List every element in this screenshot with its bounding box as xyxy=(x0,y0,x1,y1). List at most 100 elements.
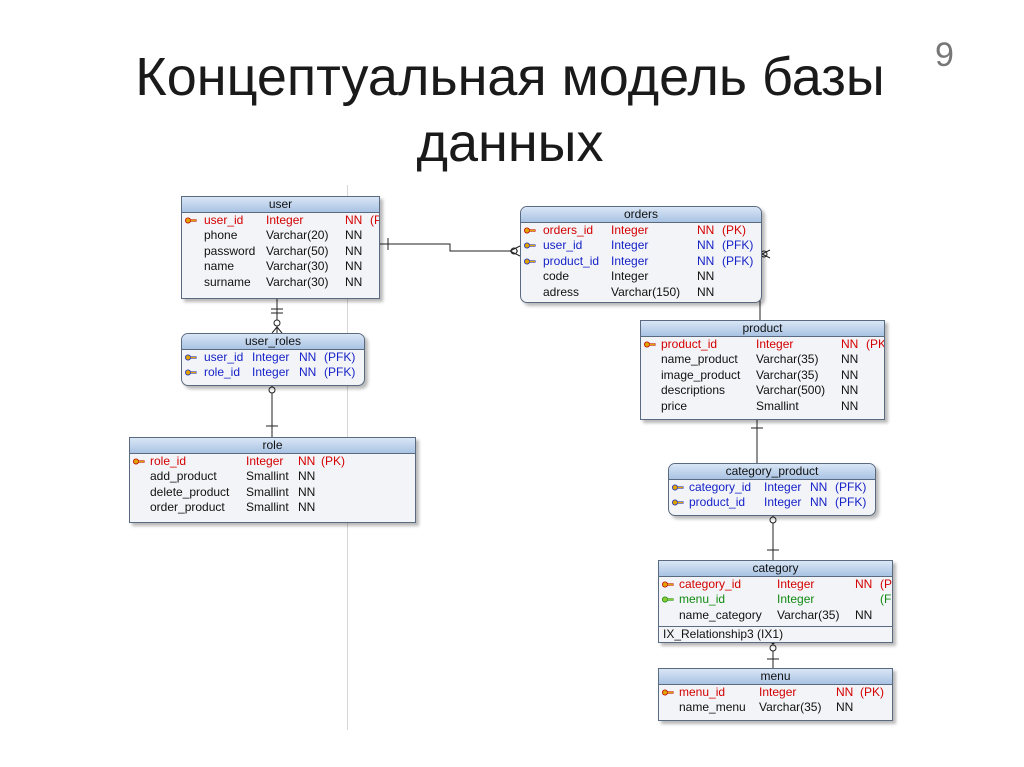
attribute-key: (PFK) xyxy=(324,365,356,380)
attribute-name: product_id xyxy=(661,337,718,351)
attribute-type: Integer xyxy=(764,480,802,494)
attribute-not-null: NN xyxy=(836,700,854,715)
attribute-name: name xyxy=(204,259,235,274)
index-row: IX_Relationship3 (IX1) xyxy=(663,627,784,642)
attribute-not-null: NN xyxy=(697,253,715,268)
key-icon xyxy=(644,337,656,348)
attribute-not-null: NN xyxy=(697,223,715,237)
entity-title: role xyxy=(130,438,415,454)
attribute-key: (PFK) xyxy=(324,350,356,364)
key-icon xyxy=(524,238,536,249)
slide-title: Концептуальная модель базы данных xyxy=(135,47,885,173)
attribute-name: product_id xyxy=(689,495,746,510)
attribute-not-null: NN xyxy=(298,484,316,499)
attribute-type: Varchar(50) xyxy=(266,243,329,258)
key-icon xyxy=(662,685,674,696)
attribute-not-null: NN xyxy=(299,350,317,364)
attribute-type: Varchar(35) xyxy=(756,352,819,367)
attribute-name: code xyxy=(543,269,570,284)
attribute-name: name_menu xyxy=(679,700,746,715)
attribute-key: (PK) xyxy=(880,577,892,591)
attribute-name: product_id xyxy=(543,253,600,268)
attribute-not-null: NN xyxy=(855,607,873,622)
entity-title: orders xyxy=(521,207,761,223)
attribute-row: add_product Smallint NN xyxy=(130,469,415,484)
attribute-type: Integer xyxy=(252,350,290,364)
attribute-not-null: NN xyxy=(841,398,859,413)
attribute-not-null: NN xyxy=(810,495,828,510)
attribute-not-null: NN xyxy=(841,383,859,398)
attribute-key: (PFK) xyxy=(722,238,754,253)
attribute-name: order_product xyxy=(150,500,225,515)
attribute-row: surname Varchar(30) NN xyxy=(182,275,379,290)
attribute-not-null: NN xyxy=(841,367,859,382)
attribute-type: Integer xyxy=(777,577,815,591)
attribute-not-null: NN xyxy=(345,274,363,289)
attribute-type: Smallint xyxy=(246,500,289,515)
attribute-name: delete_product xyxy=(150,484,230,499)
attribute-not-null: NN xyxy=(855,577,873,591)
attribute-type: Varchar(30) xyxy=(266,274,329,289)
attribute-name: role_id xyxy=(150,454,187,468)
attribute-name: descriptions xyxy=(661,383,726,398)
attribute-not-null: NN xyxy=(841,337,859,351)
attribute-not-null: NN xyxy=(298,469,316,484)
attribute-row: name_menu Varchar(35) NN xyxy=(659,700,892,715)
attribute-type: Varchar(35) xyxy=(759,700,822,715)
attribute-type: Smallint xyxy=(246,469,289,484)
relationship-user-orders xyxy=(378,243,518,252)
attribute-type: Varchar(35) xyxy=(756,367,819,382)
entity-title: user xyxy=(182,197,379,213)
attribute-name: menu_id xyxy=(679,592,726,607)
attribute-name: phone xyxy=(204,228,238,243)
entity-product[interactable]: product product_idIntegerNN(PK)name_prod… xyxy=(640,320,885,420)
attribute-type: Integer xyxy=(759,685,797,699)
entity-title: user_roles xyxy=(182,334,364,350)
attribute-key: (PFK) xyxy=(835,480,867,494)
attribute-key: (FK) xyxy=(880,592,892,607)
attribute-type: Integer xyxy=(246,454,284,468)
attribute-not-null: NN xyxy=(298,500,316,515)
attribute-type: Varchar(30) xyxy=(266,259,329,274)
entity-title: menu xyxy=(659,669,892,685)
key-icon xyxy=(672,495,684,506)
key-icon xyxy=(662,592,674,603)
entity-user[interactable]: user user_idIntegerNN(PK)phoneVarchar(20… xyxy=(181,196,380,299)
attribute-name: surname xyxy=(204,274,251,289)
attribute-not-null: NN xyxy=(299,365,317,380)
attribute-name: role_id xyxy=(204,365,241,380)
attribute-key: (PFK) xyxy=(835,495,867,510)
key-icon xyxy=(524,254,536,265)
attribute-row: product_id Integer NN (PFK) xyxy=(669,495,875,510)
key-icon xyxy=(133,454,145,465)
attribute-not-null: NN xyxy=(345,243,363,258)
attribute-name: add_product xyxy=(150,469,217,484)
attribute-type: Integer xyxy=(764,495,802,510)
attribute-name: name_product xyxy=(661,352,738,367)
attribute-key: (PK) xyxy=(722,223,746,237)
attribute-type: Integer xyxy=(266,213,304,227)
entity-category[interactable]: category category_idIntegerNN(PK)menu_id… xyxy=(658,560,893,643)
attribute-key: (PFK) xyxy=(722,253,754,268)
